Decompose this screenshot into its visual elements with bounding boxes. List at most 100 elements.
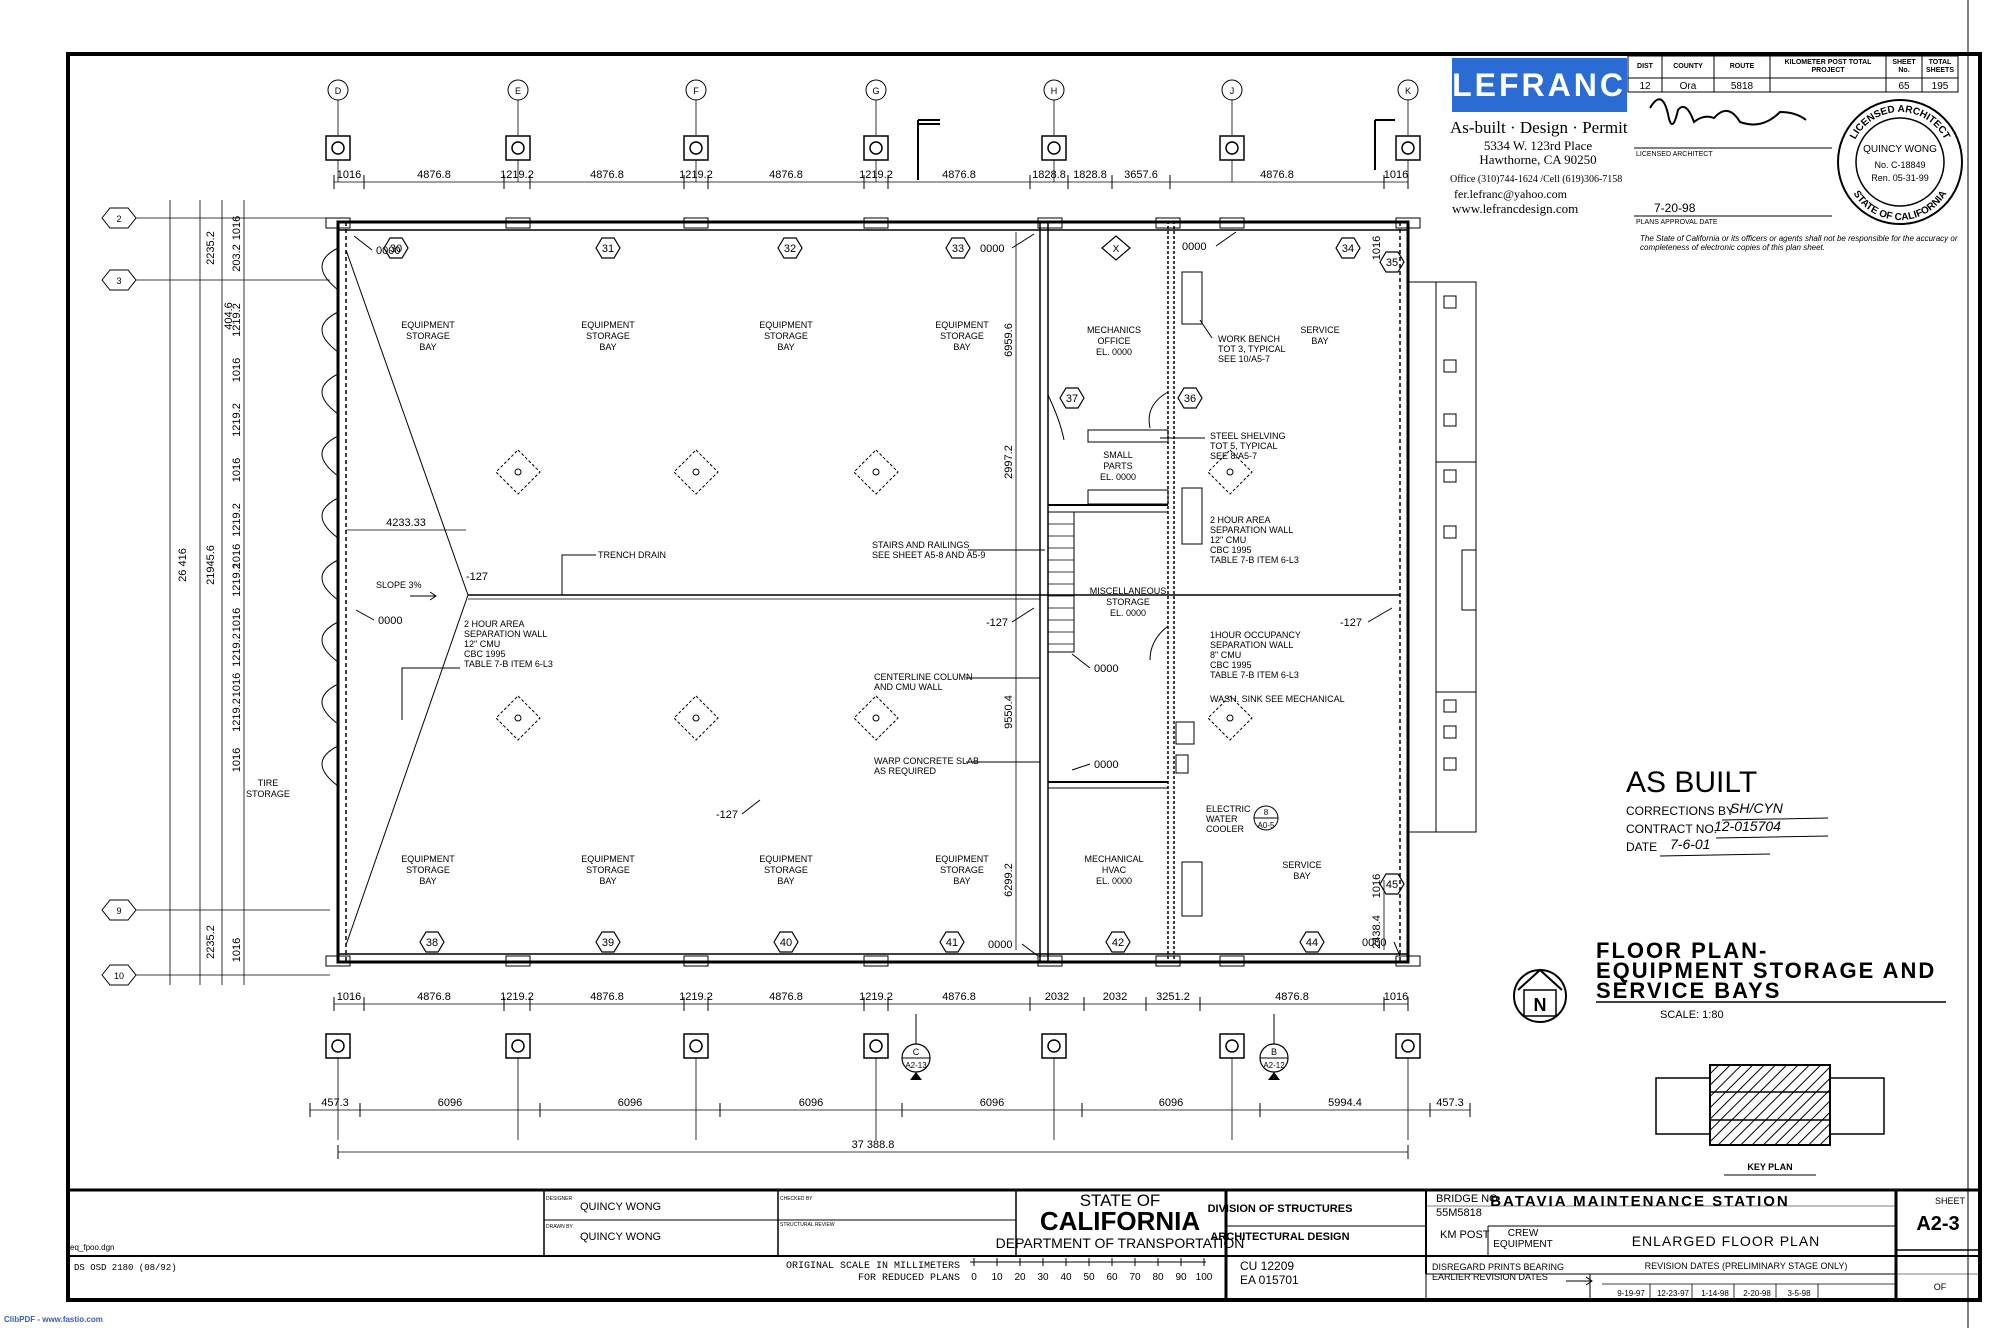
crew-equipment-label: CREW EQUIPMENT: [1493, 1228, 1553, 1250]
svg-text:CBC 1995: CBC 1995: [464, 649, 506, 659]
svg-text:STAIRS AND RAILINGS: STAIRS AND RAILINGS: [872, 540, 969, 550]
svg-text:SMALL: SMALL: [1103, 450, 1133, 460]
elevation-mark: 0000: [376, 245, 400, 257]
svg-text:STORAGE: STORAGE: [764, 865, 808, 875]
scale-tick-label: 70: [1129, 1272, 1141, 1283]
grid-bubble-2: 2: [101, 207, 330, 229]
svg-text:EQUIPMENT: EQUIPMENT: [581, 854, 635, 864]
dimension-label: 1016: [1371, 236, 1383, 260]
svg-text:37: 37: [1066, 393, 1078, 405]
svg-text:MISCELLANEOUS: MISCELLANEOUS: [1090, 586, 1167, 596]
svg-text:D: D: [335, 86, 342, 96]
dimension-label: 6096: [618, 1097, 642, 1109]
seal-name: QUINCY WONG: [1863, 144, 1937, 155]
svg-text:H: H: [1051, 86, 1058, 96]
dimension-label: 1219.2: [231, 563, 243, 597]
svg-text:WORK BENCH: WORK BENCH: [1218, 334, 1280, 344]
light-fixture-icon: [853, 449, 899, 495]
svg-text:CBC 1995: CBC 1995: [1210, 545, 1252, 555]
dimension-label: 3657.6: [1124, 169, 1158, 181]
dimension-label: 457.3: [1436, 1097, 1464, 1109]
door-tag-icon: 39: [595, 931, 621, 953]
door-tag-icon: 32: [777, 237, 803, 259]
svg-text:EQUIPMENT: EQUIPMENT: [581, 320, 635, 330]
svg-text:EL. 0000: EL. 0000: [1096, 347, 1132, 357]
svg-text:BAY: BAY: [777, 342, 794, 352]
dimension-label: 4876.8: [1275, 991, 1309, 1003]
wall-column: [683, 217, 709, 229]
svg-text:STORAGE: STORAGE: [406, 865, 450, 875]
svg-text:31: 31: [602, 243, 614, 255]
scale-tick-label: 100: [1196, 1272, 1213, 1283]
light-fixtures: [495, 449, 1253, 741]
elevation-mark: 0000: [378, 615, 402, 627]
svg-text:J: J: [1230, 86, 1235, 96]
wall-column: [863, 217, 889, 229]
dimension-label: 4233.33: [386, 517, 426, 529]
svg-text:TABLE 7-B ITEM 6-L3: TABLE 7-B ITEM 6-L3: [464, 659, 553, 669]
revision-date: 3-5-98: [1787, 1289, 1811, 1298]
dimension-label: 2235.2: [205, 925, 217, 959]
svg-text:ELECTRIC: ELECTRIC: [1206, 804, 1251, 814]
svg-text:BAY: BAY: [419, 876, 436, 886]
scale-tick-label: 0: [971, 1272, 977, 1283]
drawing-scale: SCALE: 1:80: [1660, 1009, 1724, 1021]
svg-text:3: 3: [116, 276, 121, 286]
svg-text:HVAC: HVAC: [1102, 865, 1127, 875]
svg-text:39: 39: [602, 937, 614, 949]
svg-text:EL. 0000: EL. 0000: [1110, 608, 1146, 618]
km-post-label: KM POST: [1440, 1229, 1490, 1241]
dimension-label: 6096: [799, 1097, 823, 1109]
door-tag-icon: 44: [1299, 931, 1325, 953]
wall-column: [1219, 217, 1245, 229]
svg-text:EQUIPMENT: EQUIPMENT: [401, 854, 455, 864]
state-of-label: STATE OF: [1080, 1191, 1161, 1210]
wall-column: [1219, 955, 1245, 967]
elevation-mark: 0000: [980, 243, 1004, 255]
light-fixture-icon: [495, 695, 541, 741]
svg-text:TOT 3, TYPICAL: TOT 3, TYPICAL: [1218, 344, 1286, 354]
firm-website[interactable]: www.lefrancdesign.com: [1452, 201, 1578, 216]
corrections-value: SH/CYN: [1730, 800, 1784, 816]
dimension-label: 5994.4: [1328, 1097, 1362, 1109]
svg-text:TABLE 7-B ITEM 6-L3: TABLE 7-B ITEM 6-L3: [1210, 555, 1299, 565]
door-tag-icon: 31: [595, 237, 621, 259]
sheet-info-value: 12: [1639, 81, 1651, 92]
checked-by-label: CHECKED BY: [780, 1196, 813, 1202]
svg-text:SERVICE: SERVICE: [1300, 325, 1339, 335]
licensed-architect-label: LICENSED ARCHITECT: [1636, 151, 1713, 158]
disclaimer: The State of California or its officers …: [1640, 234, 1958, 252]
svg-text:38: 38: [426, 937, 438, 949]
dimension-label: 1016: [337, 169, 361, 181]
svg-text:SEE SHEET A5-8 AND A5-9: SEE SHEET A5-8 AND A5-9: [872, 550, 985, 560]
svg-text:0000: 0000: [980, 243, 1004, 255]
elevation-mark: 0000: [1182, 241, 1206, 253]
dimension-label: 1219.2: [859, 169, 893, 181]
room-labels: EQUIPMENTSTORAGEBAYEQUIPMENTSTORAGEBAYEQ…: [246, 320, 1340, 886]
drawn-by-label: DRAWN BY: [546, 1224, 573, 1230]
scale-note-2: FOR REDUCED PLANS: [858, 1273, 960, 1284]
wall-column: [325, 955, 351, 967]
dimension-label: 26 416: [177, 548, 189, 582]
svg-text:41: 41: [946, 937, 958, 949]
svg-text:EL. 0000: EL. 0000: [1100, 472, 1136, 482]
north-label: N: [1534, 995, 1547, 1015]
svg-text:34: 34: [1342, 243, 1354, 255]
svg-text:SLOPE 3%: SLOPE 3%: [376, 580, 422, 590]
cmu-wall-h: [1039, 221, 1049, 963]
firm-email[interactable]: fer.lefranc@yahoo.com: [1454, 187, 1568, 201]
svg-text:44: 44: [1306, 937, 1318, 949]
sheet-number: A2-3: [1916, 1213, 1959, 1235]
dimension-label: 1016: [1384, 991, 1408, 1003]
key-plan: KEY PLAN: [1655, 1064, 1885, 1176]
dimension-label: 1016: [1384, 169, 1408, 181]
svg-text:EQUIPMENT: EQUIPMENT: [935, 854, 989, 864]
